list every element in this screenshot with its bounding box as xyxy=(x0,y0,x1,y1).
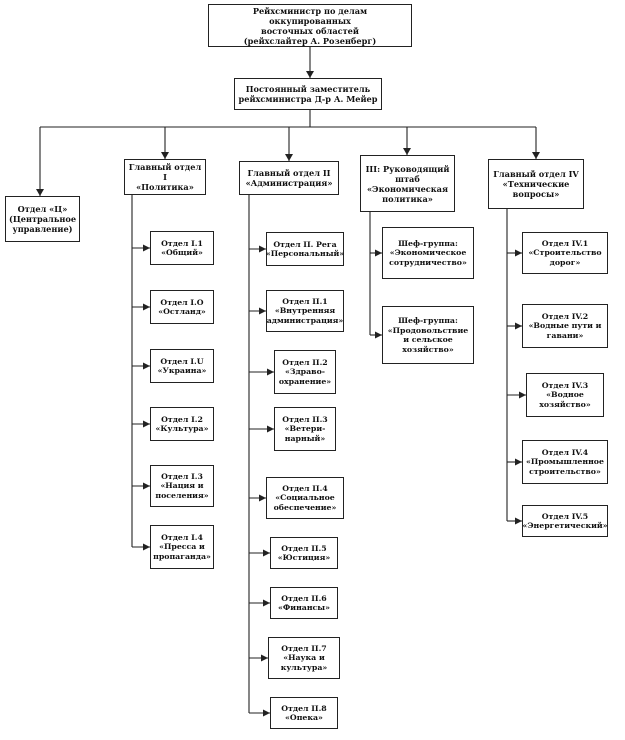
department-item-label: Отдел II.8 «Опека» xyxy=(281,703,327,723)
arrow-right-icon xyxy=(259,494,266,502)
department-item: Отдел II.3 «Ветери- нарный» xyxy=(274,407,336,451)
arrow-right-icon xyxy=(143,420,150,428)
department-item: Отдел IV.3 «Водное хозяйство» xyxy=(526,373,604,417)
department-item-label: Отдел I.4 «Пресса и пропаганда» xyxy=(153,532,211,561)
department-item-label: Отдел I.U «Украина» xyxy=(157,356,207,376)
arrow-right-icon xyxy=(143,482,150,490)
main-department-2-box: Главный отдел II «Администрация» xyxy=(239,161,339,195)
arrow-right-icon xyxy=(143,543,150,551)
main-department-1-label: Главный отдел I «Политика» xyxy=(128,162,202,192)
chief-group-item-label: Шеф-группа: «Продовольствие и сельское х… xyxy=(387,316,469,354)
arrow-right-icon xyxy=(267,425,274,433)
deputy-box: Постоянный заместитель рейхсминистра Д-р… xyxy=(234,78,382,110)
reichsminister-label: Рейхсминистр по делам оккупированных вос… xyxy=(243,5,377,46)
department-item-label: Отдел II. Рега «Персональный» xyxy=(265,239,345,259)
arrow-right-icon xyxy=(143,244,150,252)
department-item-label: Отдел II.4 «Социальное обеспечение» xyxy=(273,483,337,512)
department-item-label: Отдел I.O «Остланд» xyxy=(158,297,206,317)
department-item-label: Отдел IV.1 «Строительство дорог» xyxy=(528,238,602,267)
department-item-label: Отдел II.1 «Внутренняя администрация» xyxy=(266,296,344,325)
department-item: Отдел II.8 «Опека» xyxy=(270,697,338,729)
chief-group-item: Шеф-группа: «Продовольствие и сельское х… xyxy=(382,306,474,364)
arrow-right-icon xyxy=(515,249,522,257)
arrow-down-icon xyxy=(306,71,314,78)
arrow-right-icon xyxy=(263,599,270,607)
main-department-4-label: Главный отдел IV «Технические вопросы» xyxy=(493,169,579,199)
department-item-label: Отдел IV.2 «Водные пути и гавани» xyxy=(528,311,602,340)
economic-staff-label: III: Руководящий штаб «Экономическая пол… xyxy=(365,163,450,204)
arrow-right-icon xyxy=(263,549,270,557)
arrow-right-icon xyxy=(515,458,522,466)
department-item: Отдел I.O «Остланд» xyxy=(150,290,214,324)
chief-group-item: Шеф-группа: «Экономическое сотрудничеств… xyxy=(382,227,474,279)
department-item: Отдел I.U «Украина» xyxy=(150,349,214,383)
arrow-right-icon xyxy=(263,709,270,717)
department-item: Отдел II.4 «Социальное обеспечение» xyxy=(266,477,344,519)
arrow-right-icon xyxy=(259,307,266,315)
chief-group-item-label: Шеф-группа: «Экономическое сотрудничеств… xyxy=(389,238,467,267)
department-item: Отдел IV.1 «Строительство дорог» xyxy=(522,232,608,274)
department-item: Отдел II.5 «Юстиция» xyxy=(270,537,338,569)
main-department-4-box: Главный отдел IV «Технические вопросы» xyxy=(488,159,584,209)
department-item: Отдел II.2 «Здраво- охранение» xyxy=(274,350,336,394)
department-item-label: Отдел II.3 «Ветери- нарный» xyxy=(282,414,328,443)
department-item-label: Отдел II.6 «Финансы» xyxy=(278,593,330,613)
arrow-down-icon xyxy=(532,152,540,159)
reichsminister-box: Рейхсминистр по делам оккупированных вос… xyxy=(208,4,412,47)
department-item: Отдел IV.2 «Водные пути и гавани» xyxy=(522,304,608,348)
department-item-label: Отдел II.5 «Юстиция» xyxy=(277,543,331,563)
main-department-1-box: Главный отдел I «Политика» xyxy=(124,159,206,195)
department-item-label: Отдел IV.4 «Промышленное строительство» xyxy=(526,447,604,476)
department-item: Отдел II.7 «Наука и культура» xyxy=(268,637,340,679)
department-item-label: Отдел II.2 «Здраво- охранение» xyxy=(278,357,332,386)
department-item: Отдел I.2 «Культура» xyxy=(150,407,214,441)
arrow-right-icon xyxy=(143,362,150,370)
arrow-right-icon xyxy=(375,331,382,339)
department-item: Отдел I.4 «Пресса и пропаганда» xyxy=(150,525,214,569)
department-item: Отдел IV.4 «Промышленное строительство» xyxy=(522,440,608,484)
deputy-label: Постоянный заместитель рейхсминистра Д-р… xyxy=(238,84,378,104)
arrow-right-icon xyxy=(143,303,150,311)
department-item-label: Отдел IV.3 «Водное хозяйство» xyxy=(539,380,591,409)
arrow-right-icon xyxy=(375,249,382,257)
department-item: Отдел II. Рега «Персональный» xyxy=(266,232,344,266)
department-item: Отдел IV.5 «Энергетический» xyxy=(522,505,608,537)
department-item: Отдел II.6 «Финансы» xyxy=(270,587,338,619)
arrow-right-icon xyxy=(261,654,268,662)
department-item-label: Отдел II.7 «Наука и культура» xyxy=(280,643,328,672)
arrow-right-icon xyxy=(519,391,526,399)
department-item-label: Отдел I.3 «Нация и поселения» xyxy=(155,471,209,500)
department-item-label: Отдел IV.5 «Энергетический» xyxy=(522,511,608,531)
economic-staff-box: III: Руководящий штаб «Экономическая пол… xyxy=(360,155,455,212)
central-department-box: Отдел «Ц» (Центральное управление) xyxy=(5,196,80,242)
arrow-right-icon xyxy=(259,245,266,253)
department-item-label: Отдел I.2 «Культура» xyxy=(155,414,209,434)
arrow-right-icon xyxy=(515,322,522,330)
arrow-down-icon xyxy=(36,189,44,196)
arrow-down-icon xyxy=(403,148,411,155)
department-item: Отдел I.3 «Нация и поселения» xyxy=(150,465,214,507)
department-item: Отдел I.1 «Общий» xyxy=(150,231,214,265)
arrow-down-icon xyxy=(285,154,293,161)
arrow-down-icon xyxy=(161,152,169,159)
main-department-2-label: Главный отдел II «Администрация» xyxy=(245,168,333,188)
arrow-right-icon xyxy=(515,517,522,525)
arrow-right-icon xyxy=(267,368,274,376)
central-department-label: Отдел «Ц» (Центральное управление) xyxy=(8,204,77,234)
department-item: Отдел II.1 «Внутренняя администрация» xyxy=(266,290,344,332)
department-item-label: Отдел I.1 «Общий» xyxy=(161,238,203,258)
